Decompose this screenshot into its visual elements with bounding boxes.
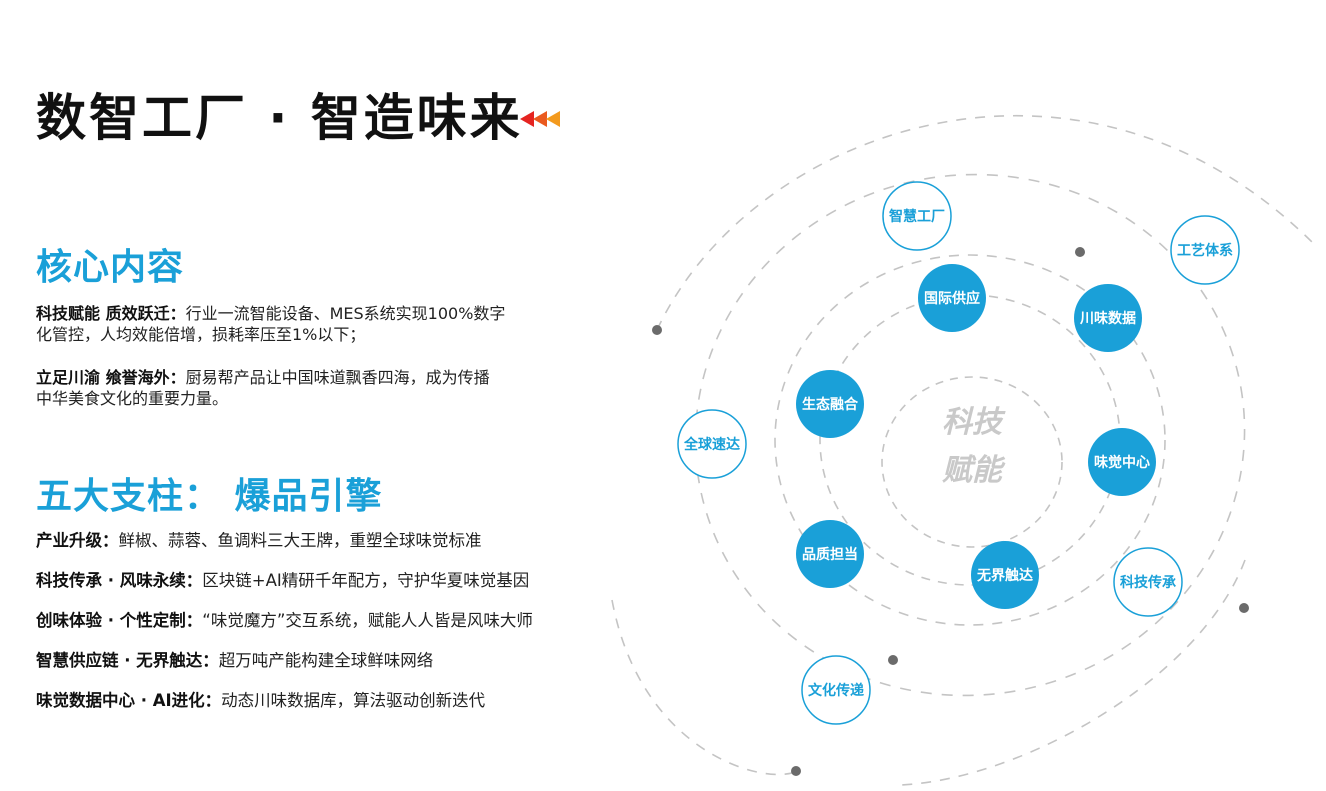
center-label: 科技 [942, 405, 1006, 440]
svg-text:文化传递: 文化传递 [808, 682, 864, 699]
orbit-dot [791, 766, 801, 776]
pillar-text: 动态川味数据库，算法驱动创新迭代 [221, 691, 486, 710]
concentric-orbit-diagram: 科技 赋能 国际供应 川味数据 生态融合 味觉中心 品质担当 无界触达 智慧工厂… [611, 114, 1316, 786]
node-taste-center: 味觉中心 [1088, 428, 1156, 496]
orbit-dot [1075, 247, 1085, 257]
svg-text:智慧工厂: 智慧工厂 [888, 208, 945, 225]
pillar-label: 创味体验 · 个性定制： [36, 611, 203, 630]
svg-text:工艺体系: 工艺体系 [1177, 242, 1233, 259]
svg-text:品质担当: 品质担当 [802, 546, 858, 563]
node-sichuan-data: 川味数据 [1074, 284, 1142, 352]
pillar-item-2: 科技传承 · 风味永续：区块链+AI精研千年配方，守护华夏味觉基因 [36, 570, 529, 592]
core-item-2: 立足川渝 飨誉海外：厨易帮产品让中国味道飘香四海，成为传播 中华美食文化的重要力… [36, 367, 576, 409]
svg-text:川味数据: 川味数据 [1079, 310, 1136, 327]
pillar-text: 超万吨产能构建全球鲜味网络 [218, 651, 434, 670]
core-item-text: 化管控，人均效能倍增，损耗率压至1%以下； [36, 325, 366, 344]
outer-orbit-arc [611, 599, 796, 776]
pillar-item-4: 智慧供应链 · 无界触达：超万吨产能构建全球鲜味网络 [36, 650, 433, 672]
pillar-label: 味觉数据中心 · AI进化： [36, 691, 222, 710]
core-item-text: 行业一流智能设备、MES系统实现100%数字 [185, 304, 506, 323]
center-label: 赋能 [942, 453, 1006, 488]
svg-text:国际供应: 国际供应 [924, 290, 980, 307]
node-ecosystem-fusion: 生态融合 [796, 370, 864, 438]
node-culture-transmission: 文化传递 [801, 655, 871, 725]
svg-text:味觉中心: 味觉中心 [1094, 454, 1150, 471]
core-item-text: 厨易帮产品让中国味道飘香四海，成为传播 [185, 368, 490, 387]
triple-arrow-icon [520, 111, 560, 127]
pillar-item-3: 创味体验 · 个性定制：“味觉魔方”交互系统，赋能人人皆是风味大师 [36, 610, 533, 632]
orbit-dot [1239, 603, 1249, 613]
pillar-label: 科技传承 · 风味永续： [36, 571, 203, 590]
orbit-ring [694, 173, 1246, 697]
node-global-delivery: 全球速达 [677, 409, 747, 479]
page-title: 数智工厂 · 智造味来 [36, 89, 523, 147]
pillar-item-1: 产业升级：鲜椒、蒜蓉、鱼调料三大王牌，重塑全球味觉标准 [36, 530, 482, 552]
core-item-1: 科技赋能 质效跃迁：行业一流智能设备、MES系统实现100%数字 化管控，人均效… [36, 303, 576, 345]
node-boundless-reach: 无界触达 [971, 541, 1039, 609]
pillar-label: 产业升级： [36, 531, 119, 550]
svg-text:无界触达: 无界触达 [976, 567, 1033, 584]
svg-text:科技传承: 科技传承 [1120, 574, 1176, 591]
orbit-ring [819, 294, 1121, 586]
pillar-label: 智慧供应链 · 无界触达： [36, 651, 219, 670]
orbit-ring [774, 254, 1166, 626]
pillars-heading: 五大支柱： 爆品引擎 [36, 476, 383, 517]
core-content-heading: 核心内容 [36, 247, 185, 288]
orbit-dot [652, 325, 662, 335]
node-tech-heritage: 科技传承 [1113, 547, 1183, 617]
outer-orbit-arc [899, 559, 1246, 786]
core-item-label: 立足川渝 飨誉海外： [36, 368, 186, 387]
orbit-dot [888, 655, 898, 665]
core-item-label: 科技赋能 质效跃迁： [36, 304, 186, 323]
pillar-text: 鲜椒、蒜蓉、鱼调料三大王牌，重塑全球味觉标准 [118, 531, 482, 550]
node-craft-system: 工艺体系 [1170, 215, 1240, 285]
node-smart-factory: 智慧工厂 [882, 181, 952, 251]
node-quality-assurance: 品质担当 [796, 520, 864, 588]
orbit-ring [881, 376, 1063, 548]
outer-orbit-arc [656, 114, 1316, 331]
pillar-item-5: 味觉数据中心 · AI进化：动态川味数据库，算法驱动创新迭代 [36, 690, 485, 712]
pillar-text: “味觉魔方”交互系统，赋能人人皆是风味大师 [202, 611, 533, 630]
node-international-supply: 国际供应 [918, 264, 986, 332]
pillar-text: 区块链+AI精研千年配方，守护华夏味觉基因 [202, 571, 530, 590]
core-item-text: 中华美食文化的重要力量。 [36, 389, 229, 408]
svg-text:生态融合: 生态融合 [802, 396, 859, 413]
svg-text:全球速达: 全球速达 [683, 436, 740, 453]
